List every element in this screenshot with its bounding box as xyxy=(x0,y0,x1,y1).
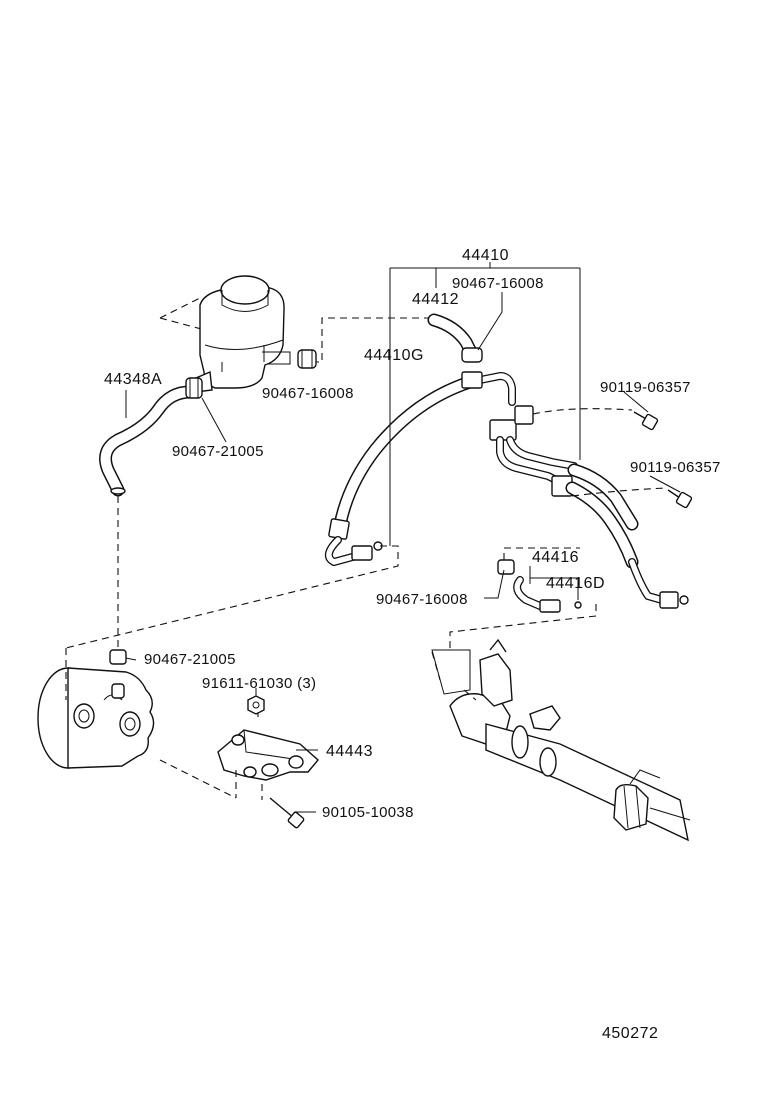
bolt-icon xyxy=(532,408,659,431)
suction-hose-44348a xyxy=(99,385,197,497)
label-44416d: 44416D xyxy=(546,575,605,592)
power-steering-pump-icon xyxy=(37,667,155,769)
figure-number: 450272 xyxy=(602,1025,658,1042)
label-44348a: 44348A xyxy=(104,371,162,388)
return-tube-44416 xyxy=(497,547,582,613)
label-90119-06357-a: 90119-06357 xyxy=(600,379,691,396)
label-90467-21005-res: 90467-21005 xyxy=(172,443,264,460)
nut-icon xyxy=(247,695,265,715)
reservoir-tank-icon xyxy=(159,275,291,393)
pressure-tube-assembly xyxy=(461,371,689,609)
label-44416: 44416 xyxy=(532,549,579,566)
leader-lines xyxy=(125,262,681,813)
label-90467-16008-mid: 90467-16008 xyxy=(376,591,468,608)
hose-clamp-icon xyxy=(185,377,203,399)
steering-gear-rack-icon xyxy=(431,638,691,842)
hose-clamp-icon xyxy=(109,649,127,665)
label-44412: 44412 xyxy=(412,291,459,308)
label-90105-10038: 90105-10038 xyxy=(322,804,414,821)
label-90467-21005-pump: 90467-21005 xyxy=(144,651,236,668)
label-44410: 44410 xyxy=(462,247,509,264)
label-90467-16008-res: 90467-16008 xyxy=(262,385,354,402)
label-90467-16008-top: 90467-16008 xyxy=(452,275,544,292)
bolt-icon xyxy=(571,487,693,509)
return-hose-44412 xyxy=(427,313,477,357)
hose-clamp-icon xyxy=(297,349,317,369)
label-90119-06357-b: 90119-06357 xyxy=(630,459,721,476)
pressure-hose-44410g xyxy=(324,375,477,566)
bolt-icon xyxy=(261,784,305,829)
label-44410g: 44410G xyxy=(364,347,424,364)
label-91611-61030: 91611-61030 (3) xyxy=(202,675,316,692)
hose-clamp-icon xyxy=(461,347,483,363)
pump-bracket-icon xyxy=(217,729,319,781)
label-44443: 44443 xyxy=(326,743,373,760)
